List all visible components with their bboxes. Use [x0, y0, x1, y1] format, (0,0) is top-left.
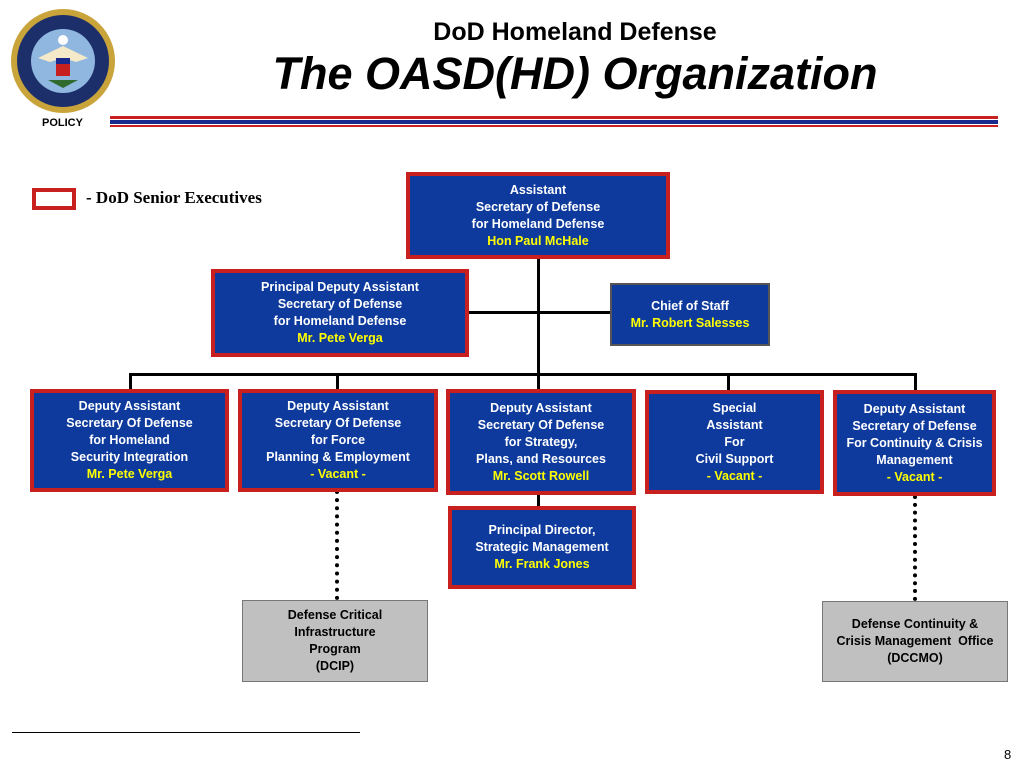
connector-dasd-bus	[129, 373, 917, 376]
connector-drop-continuity	[914, 373, 917, 391]
legend-swatch	[32, 188, 76, 210]
box-dasd-hsi-line-4: Security Integration	[70, 450, 189, 464]
box-asd-line-3: for Homeland Defense	[471, 216, 605, 231]
box-asd-line-1: Assistant	[509, 182, 567, 197]
connector-drop-special	[727, 373, 730, 391]
box-dasd-continuity-line-3: For Continuity & Crisis	[846, 435, 983, 450]
box-special-assistant-line-3: For	[724, 434, 745, 449]
connector-strategy-director	[537, 493, 540, 507]
box-pdasd-line-3: for Homeland Defense	[273, 314, 407, 328]
legend-label: - DoD Senior Executives	[86, 188, 262, 207]
connector-drop-force	[336, 373, 339, 390]
box-special-assistant: Special Assistant For Civil Support - Va…	[645, 390, 824, 494]
page-subtitle: DoD Homeland Defense	[433, 18, 717, 46]
connector-asd-trunk	[537, 258, 540, 375]
box-pdasd: Principal Deputy Assistant Secretary of …	[211, 269, 469, 357]
box-principal-director-name: Mr. Frank Jones	[494, 557, 590, 571]
box-dasd-strategy-name: Mr. Scott Rowell	[492, 468, 590, 483]
box-asd-line-2: Secretary of Defense	[475, 199, 601, 214]
box-dasd-force-line-3: for Force	[310, 433, 366, 447]
box-dasd-force: Deputy Assistant Secretary Of Defense fo…	[238, 389, 438, 492]
box-dasd-hsi-name: Mr. Pete Verga	[86, 467, 173, 481]
box-chief-of-staff: Chief of Staff Mr. Robert Salesses	[610, 283, 770, 346]
box-dccmo: Defense Continuity & Crisis Management O…	[822, 601, 1008, 682]
box-pdasd-name: Mr. Pete Verga	[297, 331, 383, 345]
box-dasd-continuity-line-2: Secretary of Defense	[852, 418, 977, 433]
box-dcip-line-1: Defense Critical	[287, 608, 383, 622]
box-dasd-hsi-line-1: Deputy Assistant	[78, 399, 181, 413]
box-dasd-continuity-name: - Vacant -	[886, 469, 943, 484]
box-special-assistant-line-1: Special	[712, 400, 757, 415]
box-dasd-continuity-line-4: Management	[876, 452, 953, 467]
box-pdasd-line-1: Principal Deputy Assistant	[261, 280, 419, 294]
box-special-assistant-line-4: Civil Support	[695, 451, 774, 466]
box-principal-director-line-1: Principal Director,	[488, 523, 596, 537]
header-rule-red-top	[110, 116, 998, 119]
connector-pdasd	[467, 311, 612, 314]
box-dccmo-line-3: (DCCMO)	[887, 651, 943, 665]
box-dcip-line-2: Infrastructure	[294, 625, 376, 639]
header-rule-blue	[110, 120, 998, 124]
connector-drop-hsi	[129, 373, 132, 390]
dotted-connector-dccmo	[913, 495, 917, 601]
policy-label: POLICY	[42, 117, 83, 129]
box-dasd-continuity: Deputy Assistant Secretary of Defense Fo…	[833, 390, 996, 496]
box-principal-director-line-2: Strategic Management	[475, 540, 609, 554]
box-dasd-strategy: Deputy Assistant Secretary Of Defense fo…	[446, 389, 636, 495]
footnote-rule	[12, 732, 360, 733]
box-asd: Assistant Secretary of Defense for Homel…	[406, 172, 670, 259]
box-special-assistant-line-2: Assistant	[706, 417, 763, 432]
box-dasd-hsi: Deputy Assistant Secretary Of Defense fo…	[30, 389, 229, 492]
box-pdasd-line-2: Secretary of Defense	[277, 297, 403, 311]
box-dasd-strategy-line-2: Secretary Of Defense	[477, 417, 605, 432]
page-number: 8	[1004, 747, 1012, 762]
box-dcip-line-3: Program	[309, 642, 361, 656]
dod-seal-logo	[11, 9, 115, 113]
box-dasd-hsi-line-2: Secretary Of Defense	[66, 416, 193, 430]
box-dasd-strategy-line-3: for Strategy,	[504, 434, 578, 449]
box-dasd-force-line-2: Secretary Of Defense	[274, 416, 402, 430]
header-rule-red-bottom	[110, 125, 998, 127]
box-dasd-force-name: - Vacant -	[310, 467, 366, 481]
box-chief-of-staff-name: Mr. Robert Salesses	[630, 315, 750, 330]
box-principal-director: Principal Director, Strategic Management…	[448, 506, 636, 589]
box-dcip: Defense Critical Infrastructure Program …	[242, 600, 428, 682]
box-dasd-continuity-line-1: Deputy Assistant	[863, 401, 966, 416]
box-dasd-strategy-line-4: Plans, and Resources	[476, 451, 606, 466]
page-title: The OASD(HD) Organization	[272, 48, 878, 99]
box-dcip-line-4: (DCIP)	[315, 659, 355, 673]
box-dccmo-line-2: Crisis Management Office	[836, 634, 994, 648]
box-dasd-force-line-1: Deputy Assistant	[287, 399, 389, 413]
box-dccmo-line-1: Defense Continuity &	[851, 617, 979, 631]
box-dasd-strategy-line-1: Deputy Assistant	[490, 400, 592, 415]
box-special-assistant-name: - Vacant -	[706, 468, 763, 483]
dotted-connector-dcip	[335, 490, 339, 600]
box-dasd-force-line-4: Planning & Employment	[266, 450, 410, 464]
connector-drop-strategy	[537, 373, 540, 390]
box-asd-name: Hon Paul McHale	[487, 233, 589, 248]
box-chief-of-staff-line-1: Chief of Staff	[651, 298, 729, 313]
box-dasd-hsi-line-3: for Homeland	[89, 433, 170, 447]
